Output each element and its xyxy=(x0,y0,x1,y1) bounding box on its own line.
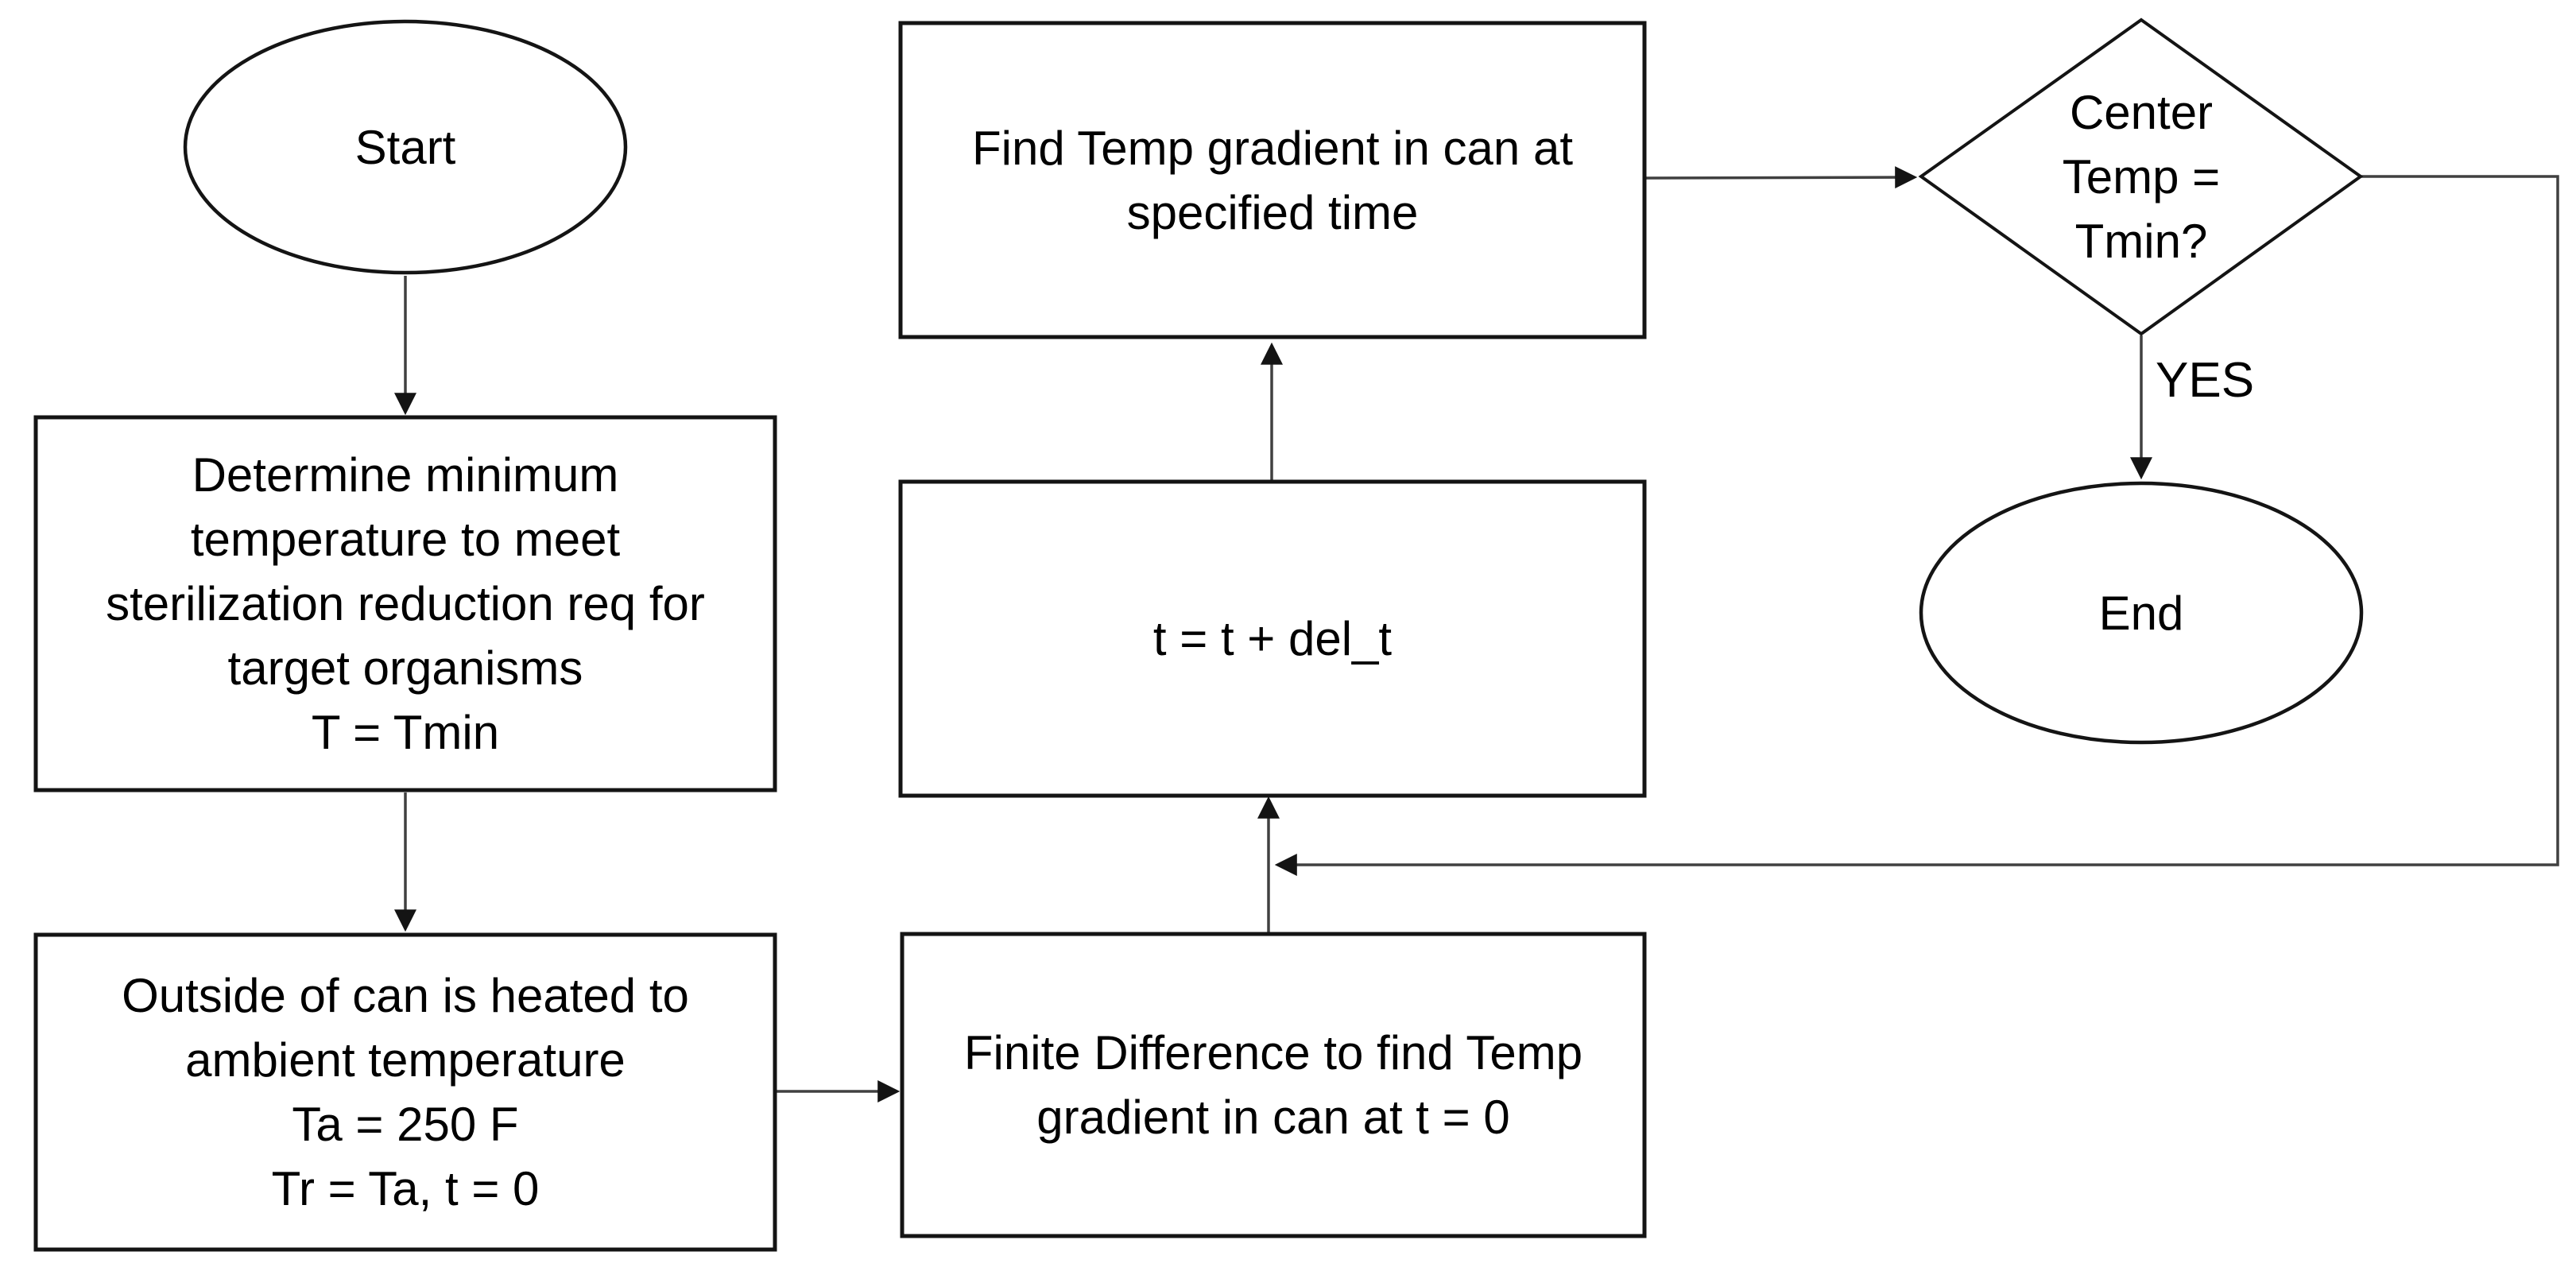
process-increment-time-label: t = t + del_t xyxy=(1152,612,1393,665)
process-heat-outside-label: Outside of can is heated to ambient temp… xyxy=(122,969,689,1215)
process-determine-tmin-shape xyxy=(33,415,777,792)
edge-find-gradient-to-decision xyxy=(1644,166,1918,189)
process-find-gradient-label: Find Temp gradient in can at specified t… xyxy=(971,121,1573,239)
start-label: Start xyxy=(354,120,456,174)
decision-center-temp-label: Center Temp = Tmin? xyxy=(2062,86,2221,268)
process-increment-time-shape xyxy=(898,479,1647,798)
start-terminator-shape xyxy=(183,19,628,275)
process-finite-difference-shape xyxy=(900,932,1647,1238)
end-terminator-shape xyxy=(1919,481,2364,745)
process-finite-difference-label: Finite Difference to find Temp gradient … xyxy=(963,1026,1583,1144)
process-heat-outside-shape xyxy=(33,932,777,1252)
decision-center-temp-shape xyxy=(1918,17,2364,336)
process-determine-tmin-label: Determine minimum temperature to meet st… xyxy=(106,448,705,759)
edge-decision-loop-back xyxy=(1274,175,2559,876)
process-find-gradient-shape xyxy=(898,21,1647,339)
end-label: End xyxy=(2098,586,2184,640)
yes-edge-label: YES xyxy=(2156,353,2255,408)
